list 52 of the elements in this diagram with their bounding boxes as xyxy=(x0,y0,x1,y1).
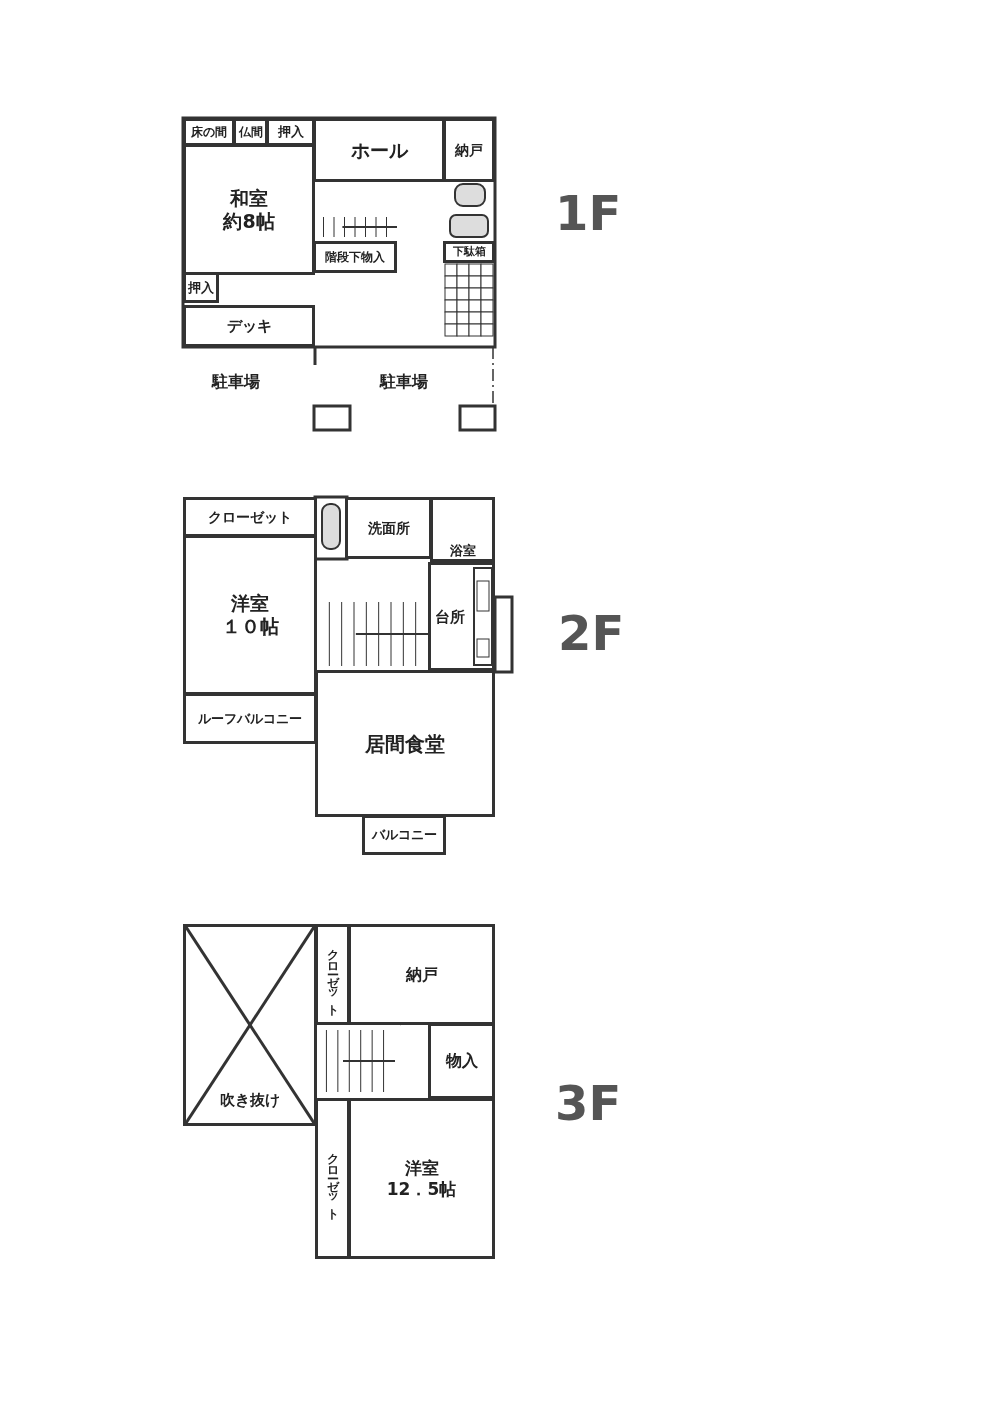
room-label: 約8帖 xyxy=(223,209,275,233)
room-outline xyxy=(430,497,495,562)
room-label: 床の間 xyxy=(191,124,227,140)
room-outline xyxy=(183,693,317,744)
room-label: ルーフバルコニー xyxy=(198,710,302,727)
room-outline xyxy=(183,535,317,695)
room-label: ホール xyxy=(350,138,408,162)
room-label: １０帖 xyxy=(221,615,279,638)
room-label: 押入 xyxy=(277,124,304,140)
room-label: 階段下物入 xyxy=(325,249,385,265)
room-outline xyxy=(443,241,495,263)
room-label: 物入 xyxy=(445,1051,478,1071)
room-outline xyxy=(183,305,315,347)
room-outline xyxy=(348,924,495,1025)
room-label: 押入 xyxy=(188,279,214,296)
room-label: 居間食堂 xyxy=(365,731,445,756)
room-label: 仏間 xyxy=(238,124,263,140)
room-outline xyxy=(183,144,315,275)
floor-label: 2F xyxy=(558,605,625,661)
room-outline xyxy=(315,924,350,1025)
room-outline xyxy=(313,118,445,182)
floor-label: 3F xyxy=(555,1075,622,1131)
room-outline xyxy=(315,670,495,817)
room-outline xyxy=(443,118,495,182)
room-label: 12．5帖 xyxy=(386,1178,457,1199)
room-label: クローゼット xyxy=(325,939,340,1010)
room-label: 浴室 xyxy=(449,543,476,559)
room-outline xyxy=(345,497,432,559)
room-outline xyxy=(313,241,397,273)
room-label: 台所 xyxy=(435,607,465,626)
area-label: 駐車場 xyxy=(212,372,260,393)
area-label: 駐車場 xyxy=(380,372,428,393)
room-outline xyxy=(183,497,317,537)
room-label: 納戸 xyxy=(405,964,438,985)
room-outline xyxy=(183,272,219,303)
room-label: バルコニー xyxy=(371,827,437,843)
room-label: デッキ xyxy=(226,317,272,335)
floor-label: 1F xyxy=(555,185,622,241)
room-outline xyxy=(348,1098,495,1259)
room-outline xyxy=(428,562,495,671)
room-outline xyxy=(428,1023,495,1099)
room-label: 和室 xyxy=(230,186,268,210)
room-outline xyxy=(315,1098,350,1259)
room-outline xyxy=(362,815,446,855)
room-label: 洋室 xyxy=(231,592,269,615)
room-label: クローゼット xyxy=(208,508,292,526)
room-label: 洗面所 xyxy=(368,519,410,537)
room-label: 納戸 xyxy=(455,141,483,159)
room-label: 下駄箱 xyxy=(452,245,486,259)
room-label: クローゼット xyxy=(325,1143,340,1214)
room-label: 洋室 xyxy=(404,1158,439,1179)
room-label: 吹き抜け xyxy=(220,1091,280,1109)
